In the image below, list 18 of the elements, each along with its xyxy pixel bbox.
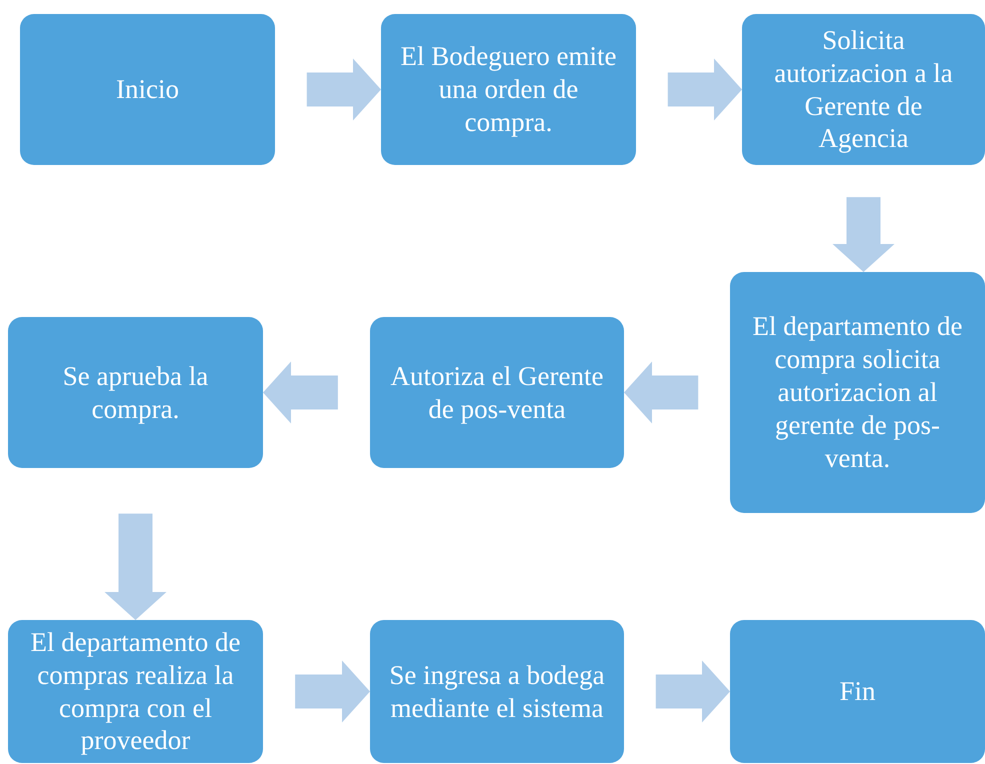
- process-box: [20, 14, 275, 165]
- step-text: El Bodeguero emite una orden de compra.: [400, 40, 618, 139]
- step-text: Autoriza el Gerente de pos-venta: [390, 360, 604, 426]
- step-text: Se ingresa a bodega mediante el sistema: [388, 658, 606, 724]
- process-box: [742, 14, 985, 165]
- step-text: El departamento de compras realiza la compra con el proveedor: [30, 626, 242, 758]
- process-box: [8, 620, 263, 763]
- process-box: [730, 272, 985, 513]
- step-text: El departamento de compra solicita autorizacion al gerente de pos-venta.: [752, 310, 964, 475]
- process-box: [370, 317, 624, 468]
- step-text: Solicita autorizacion a la Gerente de Agencia: [773, 24, 954, 156]
- process-box: [370, 620, 624, 763]
- process-box: [381, 14, 636, 165]
- step-text: Se aprueba la compra.: [62, 360, 210, 426]
- process-box: [8, 317, 263, 468]
- step-text: Fin: [839, 675, 876, 708]
- process-box: [730, 620, 985, 763]
- step-text: Inicio: [116, 73, 179, 106]
